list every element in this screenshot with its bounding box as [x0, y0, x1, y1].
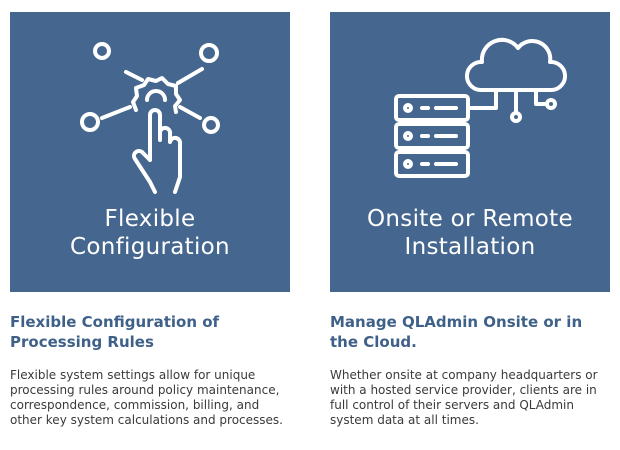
heading-line: the Cloud. [330, 333, 417, 351]
card-heading: Flexible Configuration of Processing Rule… [10, 312, 290, 352]
heading-line: Manage QLAdmin Onsite or in [330, 313, 583, 331]
heading-line: Processing Rules [10, 333, 154, 351]
panel-title-line: Onsite or Remote [367, 206, 573, 232]
card-body: Whether onsite at company headquarters o… [330, 368, 598, 427]
panel-title-line: Configuration [70, 234, 230, 260]
heading-line: Flexible Configuration of [10, 313, 220, 331]
panel-title-line: Flexible [104, 206, 196, 232]
panel-title: Flexible Configuration [10, 205, 290, 261]
feature-panel: Onsite or Remote Installation [330, 12, 610, 292]
panel-title: Onsite or Remote Installation [330, 205, 610, 261]
card-flexible-configuration: Flexible Configuration Flexible Configur… [10, 12, 290, 428]
feature-panel: Flexible Configuration [10, 12, 290, 292]
server-cloud-icon [394, 37, 568, 178]
card-onsite-remote: Onsite or Remote Installation Manage QLA… [330, 12, 610, 428]
card-heading: Manage QLAdmin Onsite or in the Cloud. [330, 312, 610, 352]
card-body: Flexible system settings allow for uniqu… [10, 368, 283, 427]
panel-title-line: Installation [404, 234, 536, 260]
gear-touch-network-icon [80, 42, 220, 194]
